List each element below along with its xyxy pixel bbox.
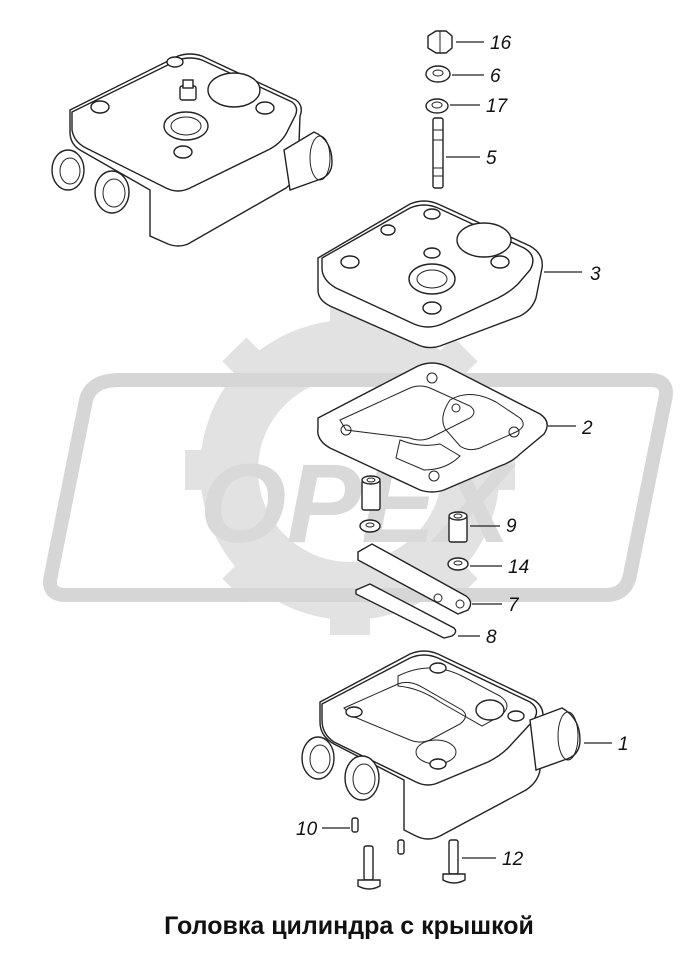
callout-label: 3	[590, 264, 601, 285]
part-10-pin-right	[397, 839, 405, 855]
assembled-head	[51, 53, 333, 247]
callout-16: 16	[456, 33, 512, 54]
watermark-frame	[43, 373, 673, 602]
part-6-washer	[425, 65, 451, 83]
diagram-caption: Головка цилиндра с крышкой	[164, 912, 534, 940]
callout-7: 7	[472, 595, 520, 616]
part-14-washer-left	[359, 519, 381, 533]
callout-label: 9	[506, 516, 517, 537]
callout-12: 12	[462, 849, 524, 870]
part-7-valve-plate	[357, 543, 472, 615]
callout-label: 7	[508, 595, 520, 616]
callout-label: 2	[581, 418, 593, 439]
callout-17: 17	[450, 96, 509, 117]
callout-label: 14	[508, 557, 529, 578]
callout-10: 10	[296, 819, 350, 840]
part-5-stud	[432, 117, 444, 189]
part-3-cover	[317, 200, 543, 349]
part-16-nut	[427, 30, 453, 54]
part-12-bolt-right	[442, 839, 466, 884]
watermark-logo: OPEX	[43, 305, 673, 635]
callout-label: 16	[490, 33, 512, 54]
callout-2: 2	[548, 418, 593, 439]
callout-6: 6	[452, 66, 501, 87]
part-9-sleeve-left	[361, 475, 381, 511]
callout-9: 9	[470, 516, 517, 537]
part-12-bolt-left	[357, 845, 381, 890]
callout-label: 5	[486, 148, 497, 169]
part-14-washer-right	[447, 557, 469, 571]
callout-label: 10	[296, 819, 318, 840]
callout-label: 8	[486, 627, 497, 648]
callout-label: 6	[490, 66, 501, 87]
callout-5: 5	[446, 148, 497, 169]
callout-14: 14	[470, 557, 529, 578]
part-10-pin-left	[351, 817, 359, 833]
callout-label: 17	[486, 96, 509, 117]
callout-1: 1	[584, 734, 629, 755]
part-8-reed-valve	[355, 583, 457, 639]
part-2-gasket	[317, 362, 548, 493]
part-9-sleeve-right	[448, 511, 468, 543]
callout-label: 1	[618, 734, 629, 755]
part-17-washer	[425, 98, 449, 114]
callout-label: 12	[502, 849, 524, 870]
part-1-cylinder-head	[301, 650, 581, 840]
callout-3: 3	[544, 264, 601, 285]
callout-8: 8	[458, 627, 497, 648]
